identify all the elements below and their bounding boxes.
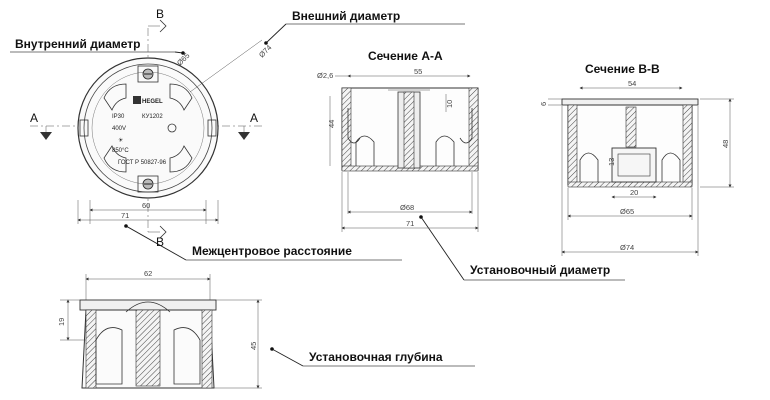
callout-outer-diameter: Внешний диаметр bbox=[264, 9, 465, 45]
box-brand: HEGEL bbox=[142, 99, 163, 105]
aa-dim-44: 44 bbox=[327, 120, 336, 128]
side-dim-19: 19 bbox=[57, 318, 66, 326]
side-view: 62 19 45 bbox=[57, 269, 262, 389]
bb-dim-54: 54 bbox=[628, 79, 636, 88]
side-dim-62: 62 bbox=[144, 269, 152, 278]
inner-diameter-label: Внутренний диаметр bbox=[15, 37, 140, 51]
aa-dim-55: 55 bbox=[414, 67, 422, 76]
outer-diameter-label: Внешний диаметр bbox=[292, 9, 400, 23]
section-mark-b-top: B bbox=[156, 7, 164, 21]
callout-center-distance: Межцентровое расстояние bbox=[124, 224, 402, 261]
box-ip: IP30 bbox=[112, 114, 125, 120]
bb-dim-48: 48 bbox=[721, 140, 730, 148]
bb-dim-20: 20 bbox=[630, 188, 638, 197]
top-dim-60: 60 bbox=[142, 201, 150, 210]
aa-dim-10: 10 bbox=[445, 100, 454, 108]
side-dim-45: 45 bbox=[249, 342, 258, 350]
top-dim-71: 71 bbox=[121, 211, 129, 220]
callout-mounting-depth: Установочная глубина bbox=[270, 347, 475, 367]
bb-dim-13: 13 bbox=[607, 158, 616, 166]
section-aa-title: Сечение А-А bbox=[368, 49, 443, 63]
callout-inner-diameter: Внутренний диаметр bbox=[10, 37, 185, 55]
section-aa-view: Сечение А-А 55 Ø2,6 44 10 Ø68 71 bbox=[317, 49, 479, 232]
section-mark-a-left: A bbox=[30, 111, 38, 125]
section-mark-a-right: A bbox=[250, 111, 258, 125]
aa-dim-d26: Ø2,6 bbox=[317, 71, 333, 80]
bb-dim-d65: Ø65 bbox=[620, 207, 634, 216]
aa-dim-d68: Ø68 bbox=[400, 203, 414, 212]
top-dim-d74: Ø74 bbox=[257, 43, 273, 59]
box-gost: ГОСТ Р 50827-96 bbox=[118, 160, 167, 166]
box-temp: 850°C bbox=[112, 148, 129, 154]
box-model: КУ1202 bbox=[142, 114, 163, 120]
section-mark-b-bottom: B bbox=[156, 235, 164, 249]
mounting-depth-label: Установочная глубина bbox=[309, 350, 443, 364]
bb-dim-6: 6 bbox=[539, 102, 548, 106]
svg-text:☀: ☀ bbox=[118, 137, 123, 144]
callout-mounting-diameter: Установочный диаметр bbox=[419, 215, 625, 281]
section-bb-view: Сечение В-В 54 6 13 20 48 Ø65 bbox=[539, 62, 734, 256]
section-bb-title: Сечение В-В bbox=[585, 62, 660, 76]
box-voltage: 400V bbox=[112, 126, 126, 132]
center-distance-label: Межцентровое расстояние bbox=[192, 244, 352, 258]
bb-dim-d74: Ø74 bbox=[620, 243, 634, 252]
aa-dim-71: 71 bbox=[406, 219, 414, 228]
mounting-diameter-label: Установочный диаметр bbox=[470, 263, 610, 277]
